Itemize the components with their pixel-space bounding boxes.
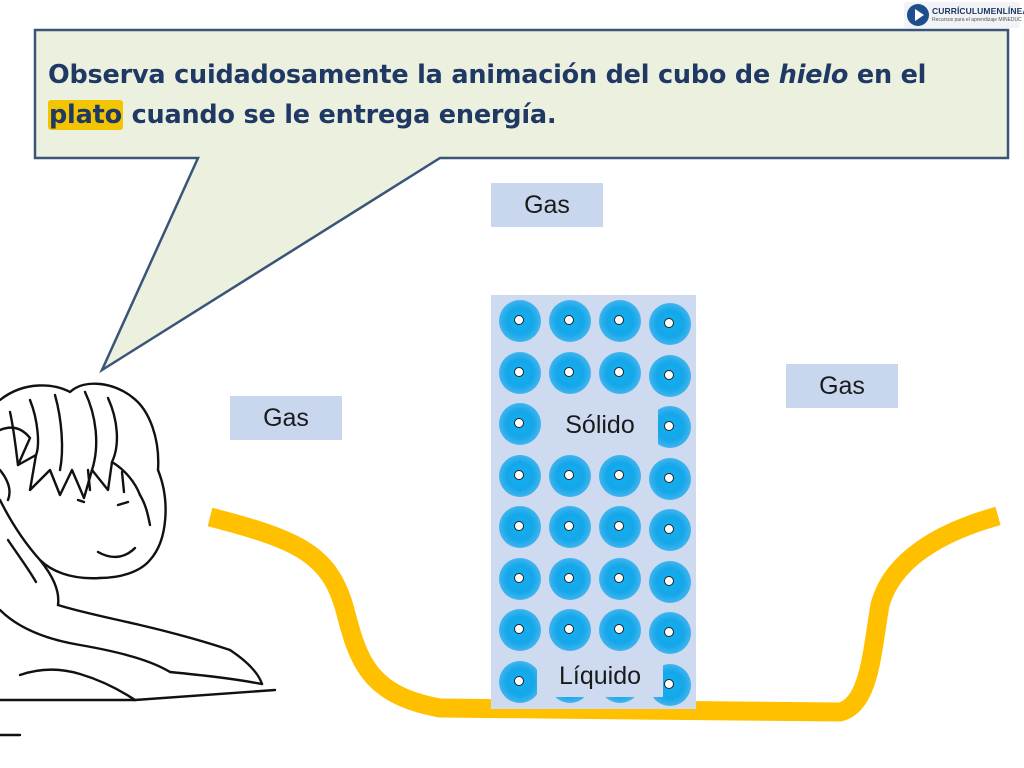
water-particle [599, 506, 641, 548]
water-particle [649, 509, 691, 551]
water-particle [649, 612, 691, 654]
water-particle [499, 403, 541, 445]
water-particle [549, 609, 591, 651]
water-particle [599, 609, 641, 651]
liquid-label: Líquido [537, 655, 663, 697]
water-particle [549, 557, 591, 600]
water-particle [549, 506, 591, 548]
ice-word: hielo [778, 60, 849, 90]
water-particle [649, 303, 691, 345]
water-particle [549, 351, 591, 394]
water-particle [599, 454, 641, 497]
water-particle [599, 351, 641, 394]
gas-label-top: Gas [491, 183, 603, 227]
water-particle [599, 300, 641, 342]
water-particle [499, 660, 541, 703]
water-particle [499, 609, 541, 651]
water-particle [649, 354, 691, 397]
water-particle [549, 300, 591, 342]
water-particle [499, 300, 541, 342]
gas-label-right: Gas [786, 364, 898, 408]
solid-label: Sólido [542, 403, 658, 447]
instruction-text: Observa cuidadosamente la animación del … [48, 60, 927, 130]
water-particle [649, 457, 691, 500]
play-logo-icon [907, 4, 929, 26]
water-particle [499, 454, 541, 497]
water-particle [499, 351, 541, 394]
logo-title: CURRÍCULUMENLÍNEA [932, 6, 1024, 16]
logo-subtitle: Recursos para el aprendizaje MINEDUC [932, 17, 1022, 23]
water-particle [599, 557, 641, 600]
water-particle [649, 560, 691, 603]
water-particle [549, 454, 591, 497]
water-particle [499, 557, 541, 600]
water-particle [499, 506, 541, 548]
plate-word-highlight: plato [48, 100, 123, 130]
curriculum-logo: CURRÍCULUMENLÍNEA Recursos para el apren… [904, 2, 1024, 28]
ice-cube [491, 295, 696, 709]
gas-label-left: Gas [230, 396, 342, 440]
